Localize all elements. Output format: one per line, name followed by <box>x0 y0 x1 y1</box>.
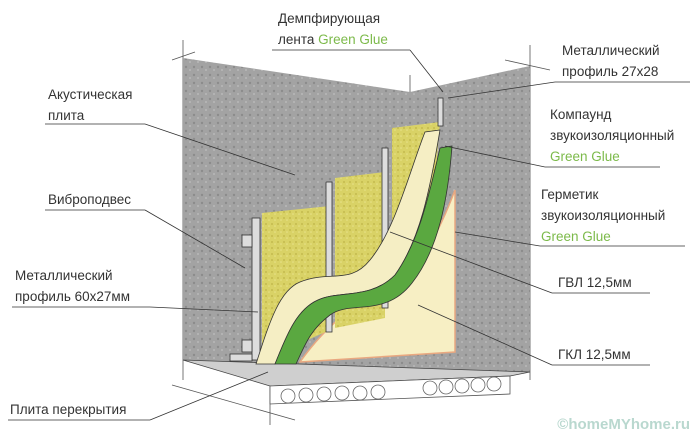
label-compound: Компаунд звукоизоляционный Green Glue <box>550 104 674 167</box>
label-line: звукоизоляционный <box>550 128 675 143</box>
label-line: профиль 27x28 <box>562 64 659 79</box>
label-metal-profile-top: Металлический профиль 27x28 <box>562 40 660 82</box>
label-acoustic-board: Акустическая плита <box>48 84 132 126</box>
label-line: плита <box>48 108 85 123</box>
label-sealant: Герметик звукоизоляционный Green Glue <box>541 184 665 247</box>
brand-label: Green Glue <box>550 149 620 164</box>
label-line: Металлический <box>15 268 113 283</box>
brand-label: Green Glue <box>541 229 611 244</box>
green-glue-layer <box>274 145 453 365</box>
label-line: лента <box>278 32 315 47</box>
label-line: Компаунд <box>550 107 612 122</box>
label-line: Демпфирующая <box>278 11 381 26</box>
metal-profiles <box>229 97 444 362</box>
label-damping-tape: Демпфирующая лента Green Glue <box>278 8 388 50</box>
label-floor-slab: Плита перекрытия <box>10 402 127 417</box>
leader-lines <box>8 49 690 421</box>
label-line: Металлический <box>562 43 660 58</box>
label-line: Акустическая <box>48 87 133 102</box>
label-gkl: ГКЛ 12,5мм <box>558 347 631 362</box>
slab-hollows <box>280 376 502 404</box>
label-line: звукоизоляционный <box>541 208 666 223</box>
label-vibro-hanger: Виброподвес <box>48 192 131 207</box>
label-line: Герметик <box>541 187 599 202</box>
watermark: ©homeMYhome.ru <box>557 416 690 433</box>
label-line: профиль 60x27мм <box>15 289 130 304</box>
label-metal-profile-side: Металлический профиль 60x27мм <box>15 265 130 307</box>
label-gvl: ГВЛ 12,5мм <box>558 275 632 290</box>
brand-label: Green Glue <box>318 32 388 47</box>
